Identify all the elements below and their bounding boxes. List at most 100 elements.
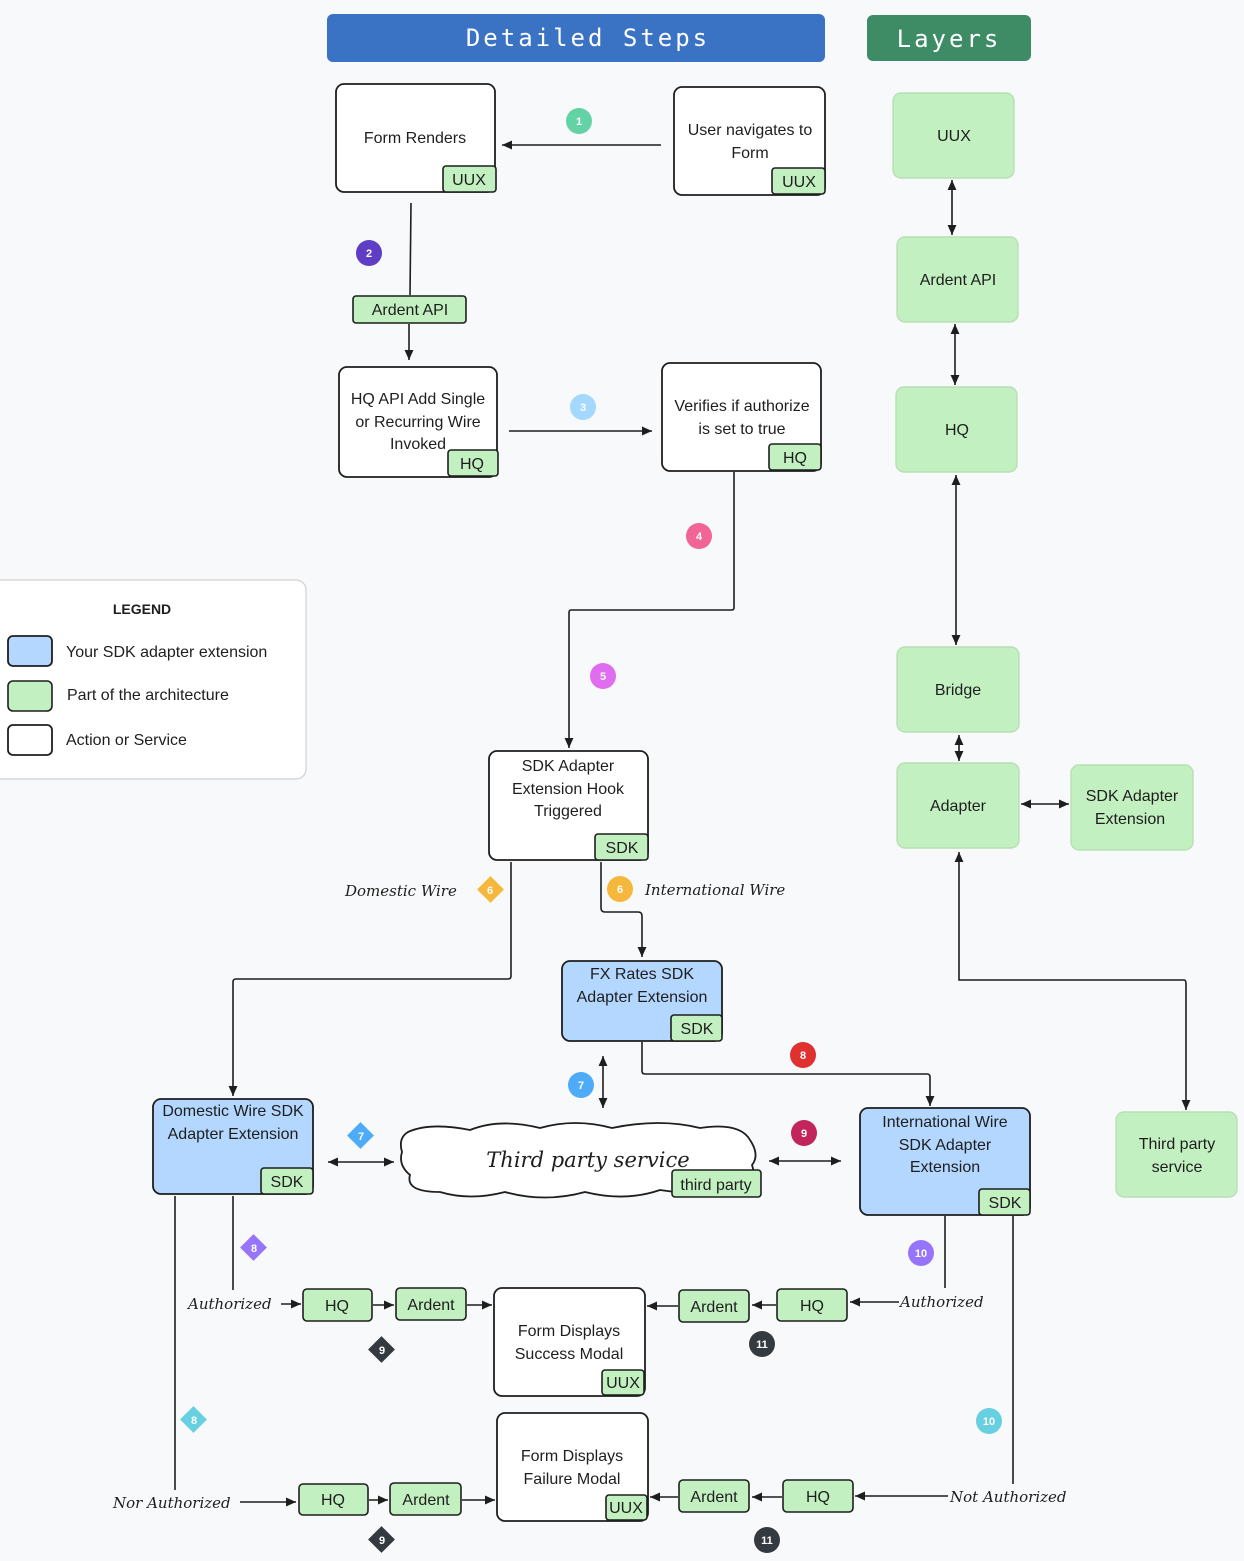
step-badge-2 — [356, 240, 382, 266]
svg-text:UUX: UUX — [782, 174, 816, 191]
svg-text:Extension: Extension — [910, 1159, 980, 1176]
legend: LEGEND Your SDK adapter extension Part o… — [0, 579, 307, 780]
layers-header: Layers — [867, 15, 1031, 61]
svg-text:User navigates to: User navigates to — [688, 122, 813, 139]
svg-text:Form: Form — [731, 145, 768, 162]
svg-text:10: 10 — [983, 1416, 995, 1428]
svg-text:7: 7 — [358, 1131, 364, 1143]
svg-text:3: 3 — [580, 402, 586, 414]
svg-text:8: 8 — [191, 1415, 197, 1427]
legend-swatch-sdk — [7, 635, 53, 667]
svg-text:Adapter Extension: Adapter Extension — [577, 989, 708, 1006]
sdk-tag — [670, 1014, 723, 1042]
svg-text:SDK Adapter: SDK Adapter — [522, 758, 615, 775]
layer-third-party-service — [1115, 1111, 1238, 1198]
svg-text:HQ: HQ — [806, 1489, 830, 1506]
layer-adapter — [896, 762, 1020, 849]
svg-text:SDK Adapter: SDK Adapter — [1086, 788, 1179, 805]
svg-text:HQ: HQ — [325, 1298, 349, 1315]
step-badge-11 — [749, 1331, 775, 1357]
step-badge-8 — [790, 1042, 816, 1068]
international-wire-label: International Wire — [644, 881, 785, 899]
international-ext-node: International Wire SDK Adapter Extension… — [859, 1107, 1031, 1216]
legend-item-sdk: Your SDK adapter extension — [66, 644, 267, 661]
form-renders-node: Form Renders UUX — [335, 83, 497, 193]
svg-text:6: 6 — [617, 884, 623, 896]
svg-text:Ardent: Ardent — [690, 1489, 738, 1506]
svg-text:Ardent: Ardent — [690, 1299, 738, 1316]
svg-text:Success Modal: Success Modal — [515, 1346, 624, 1363]
failure-modal-node: Form Displays Failure Modal UUX — [496, 1412, 649, 1522]
svg-text:is set to true: is set to true — [698, 421, 785, 438]
step-badge-10 — [908, 1240, 934, 1266]
svg-text:Ardent API: Ardent API — [372, 302, 449, 319]
svg-text:8: 8 — [251, 1243, 257, 1255]
svg-text:Failure Modal: Failure Modal — [524, 1471, 621, 1488]
step-badge-9 — [791, 1120, 817, 1146]
authorized-label-right: Authorized — [898, 1293, 984, 1311]
svg-text:Ardent API: Ardent API — [920, 272, 997, 289]
svg-text:UUX: UUX — [937, 128, 971, 145]
layer-uux — [892, 92, 1015, 179]
hq-api-add-node: HQ API Add Single or Recurring Wire Invo… — [338, 366, 499, 478]
svg-text:7: 7 — [578, 1080, 584, 1092]
svg-text:9: 9 — [379, 1535, 385, 1547]
sdk-tag — [978, 1188, 1031, 1216]
step-badge-1 — [566, 108, 592, 134]
step-badge-11-lower — [754, 1527, 780, 1553]
svg-text:10: 10 — [915, 1248, 927, 1260]
svg-text:Ardent: Ardent — [407, 1297, 455, 1314]
svg-text:Domestic Wire SDK: Domestic Wire SDK — [162, 1103, 304, 1120]
step-badge-10-lower — [976, 1408, 1002, 1434]
svg-text:Form Displays: Form Displays — [521, 1448, 623, 1465]
step-badge-7 — [568, 1072, 594, 1098]
hq-tag — [447, 449, 499, 477]
svg-text:HQ: HQ — [800, 1298, 824, 1315]
step-badge-4 — [686, 523, 712, 549]
uux-tag — [771, 167, 826, 195]
step-badge-5 — [590, 663, 616, 689]
svg-text:Invoked: Invoked — [390, 436, 446, 453]
svg-text:11: 11 — [756, 1339, 768, 1351]
svg-text:Form Renders: Form Renders — [364, 130, 466, 147]
sdk-tag — [260, 1167, 314, 1195]
svg-text:HQ: HQ — [945, 422, 969, 439]
svg-text:Triggered: Triggered — [534, 803, 602, 820]
verifies-node: Verifies if authorize is set to true HQ — [661, 362, 822, 472]
uux-tag — [605, 1494, 648, 1521]
hq-chip: HQ — [782, 1479, 854, 1513]
ardent-chip: Ardent — [395, 1287, 467, 1321]
domestic-wire-label: Domestic Wire — [344, 882, 457, 900]
authorized-label-left: Authorized — [186, 1295, 272, 1313]
layer-ardent-api — [896, 236, 1019, 323]
svg-text:HQ: HQ — [783, 450, 807, 467]
ardent-chip: Ardent — [389, 1482, 462, 1516]
domestic-ext-node: Domestic Wire SDK Adapter Extension SDK — [152, 1098, 314, 1195]
legend-swatch-action — [7, 724, 53, 756]
svg-text:9: 9 — [801, 1128, 807, 1140]
legend-item-architecture: Part of the architecture — [67, 687, 229, 704]
nor-authorized-label: Nor Authorized — [112, 1494, 231, 1512]
svg-text:FX Rates SDK: FX Rates SDK — [590, 966, 694, 983]
svg-text:1: 1 — [576, 116, 582, 128]
hq-chip: HQ — [298, 1483, 369, 1516]
svg-text:Third party service: Third party service — [486, 1148, 689, 1172]
svg-text:service: service — [1152, 1159, 1203, 1176]
third-party-service-node: Third party service third party — [399, 1122, 762, 1199]
svg-text:SDK: SDK — [681, 1021, 714, 1038]
step-badge-3 — [570, 394, 596, 420]
layers-column: UUX Ardent API HQ Bridge Adapter SDK Ada… — [892, 92, 1238, 1198]
sdk-hook-node: SDK Adapter Extension Hook Triggered SDK — [488, 750, 649, 861]
svg-text:Third party: Third party — [1139, 1136, 1215, 1153]
svg-text:SDK Adapter: SDK Adapter — [899, 1137, 992, 1154]
uux-tag — [601, 1369, 645, 1396]
svg-text:UUX: UUX — [606, 1375, 640, 1392]
legend-title: LEGEND — [113, 601, 171, 617]
svg-text:Detailed Steps: Detailed Steps — [466, 24, 710, 52]
svg-text:Ardent: Ardent — [402, 1492, 450, 1509]
svg-text:UUX: UUX — [609, 1500, 643, 1517]
svg-text:2: 2 — [366, 248, 372, 260]
svg-text:Layers: Layers — [897, 25, 1002, 53]
ardent-api-tag: Ardent API — [352, 295, 467, 324]
svg-text:Extension: Extension — [1095, 811, 1165, 828]
